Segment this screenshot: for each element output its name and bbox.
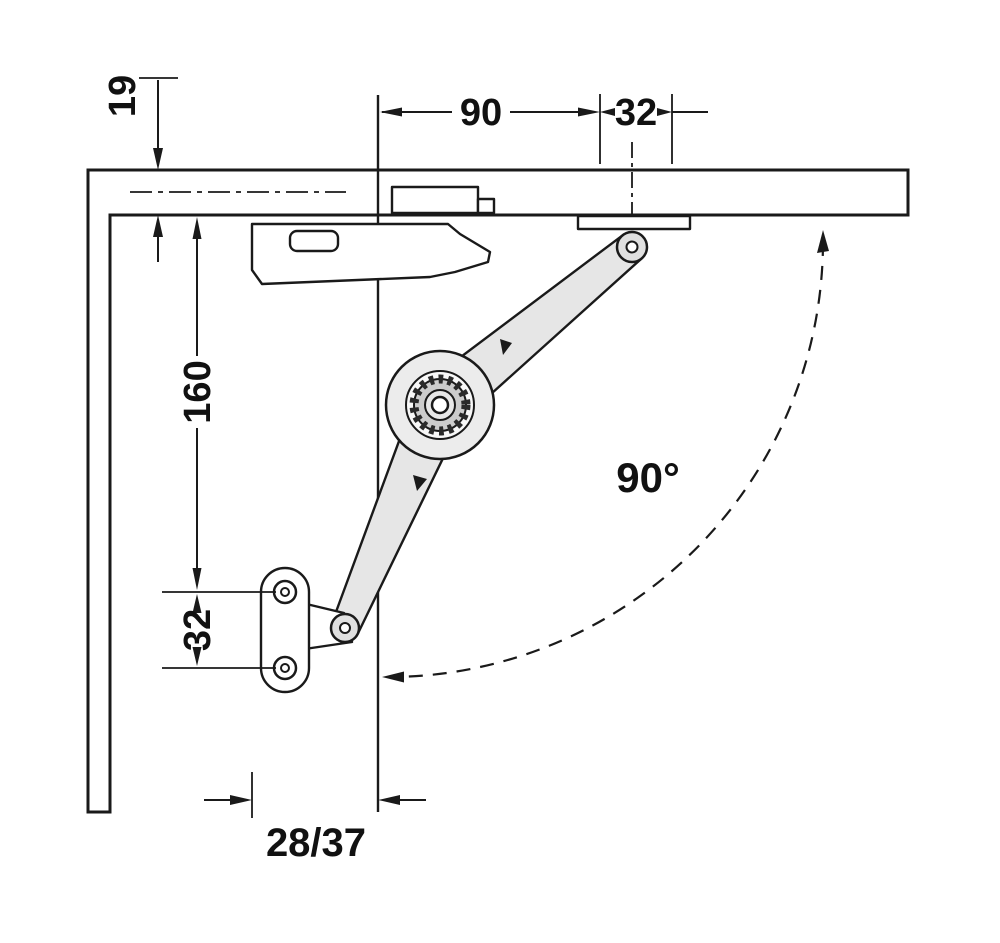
arm-marker-upper [500,339,512,355]
opening-arc [394,241,825,679]
dim-arrow [192,217,202,239]
dim-label-90: 90 [460,92,502,134]
dim-top-offset: 32 [600,92,708,164]
opening-arc-group: 90° [382,230,829,683]
bottom-pivot-pin [339,622,351,634]
screw-pin-top [280,587,290,597]
dim-arrow [192,568,202,590]
top-pivot-pin [625,240,639,254]
arc-arrow-left [382,671,404,683]
flap-connector-block [390,185,480,215]
top-mounting-bracket [250,222,492,286]
cabinet-structure [86,95,910,814]
dim-arrow [657,108,672,116]
dim-arrow [600,108,615,116]
flap-connector-step [476,197,496,215]
screw-pin-bottom [280,663,290,673]
dim-top-span: 90 [380,92,601,164]
dim-label-32-plate: 32 [177,609,219,651]
dim-panel-thickness: 19 [102,75,178,262]
lift-fitting [250,185,692,694]
gear-hub [384,349,496,461]
top-mounting-plate [576,214,692,231]
hub-axle [430,395,450,415]
dim-label-28-37: 28/37 [266,821,366,865]
dim-arrow [192,647,202,666]
arm-marker-lower [413,475,427,491]
dim-label-32-top: 32 [615,92,657,134]
arc-arrow-up [817,230,829,253]
dim-side-height: 160 [162,217,276,593]
dim-label-160: 160 [177,360,219,423]
dim-plate-spacing: 32 [162,594,276,669]
angle-label: 90° [616,454,680,501]
dim-arrow [230,795,252,805]
dim-front-offset: 28/37 [204,772,426,865]
dim-arrow [378,795,400,805]
bracket-slot [288,229,340,253]
dim-arrow [578,107,600,117]
bottom-mounting-plate [259,566,311,694]
hub-gear-teeth [409,374,471,436]
dim-label-19: 19 [102,75,144,117]
dim-arrow [380,107,402,117]
dim-arrow [192,594,202,613]
dim-arrow [153,148,163,170]
dim-arrow [153,215,163,237]
